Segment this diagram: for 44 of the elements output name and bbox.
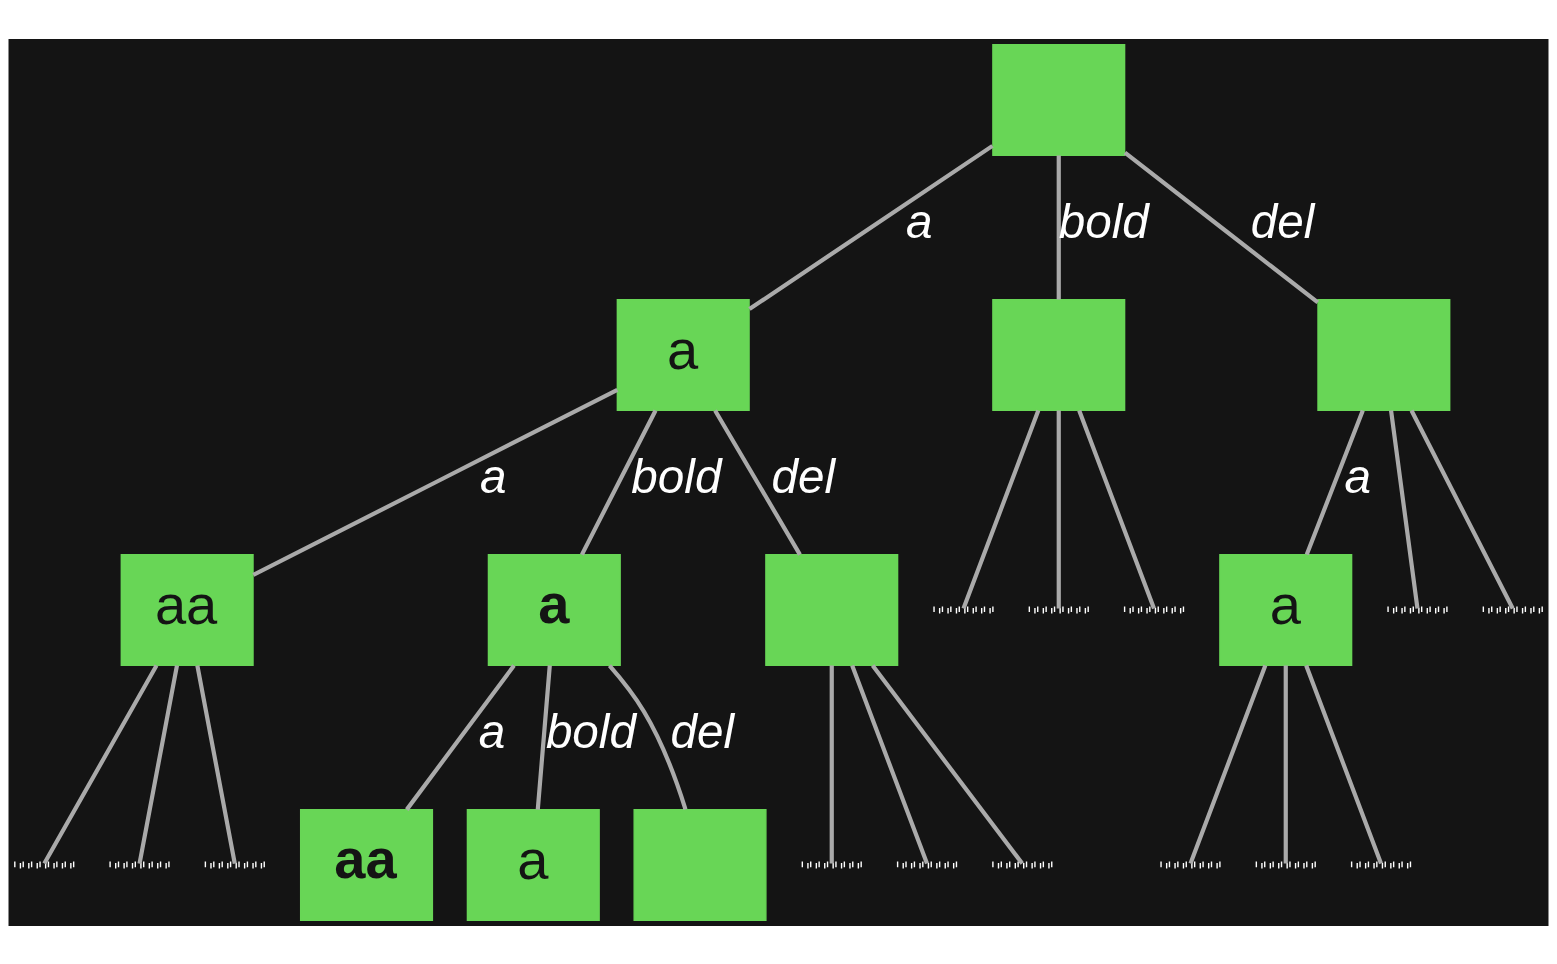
connector <box>607 663 688 810</box>
connector <box>1056 410 1061 609</box>
connector <box>1283 665 1288 864</box>
connector <box>748 143 994 311</box>
node-box: a <box>1219 553 1353 666</box>
connector <box>961 409 1041 609</box>
connector <box>1056 154 1061 300</box>
connector <box>1123 150 1320 304</box>
node-box: aa <box>299 808 434 921</box>
connector <box>252 387 619 577</box>
connector <box>405 663 516 811</box>
connector <box>1304 409 1365 555</box>
edge-label: bold <box>631 449 722 503</box>
node-box <box>1317 298 1451 411</box>
connector <box>1077 409 1156 609</box>
edge-label: a <box>478 704 506 758</box>
connector <box>580 409 658 556</box>
node-box: aa <box>120 553 254 666</box>
connector <box>137 664 179 864</box>
edge-label: bold <box>545 704 636 758</box>
edge-label: a <box>480 449 507 503</box>
connector <box>713 408 802 556</box>
connector <box>195 664 237 864</box>
connector <box>1388 409 1420 609</box>
edge-label: del <box>771 449 836 503</box>
connector <box>829 665 834 864</box>
connector <box>850 664 929 864</box>
node-box <box>633 808 767 921</box>
connector <box>1409 409 1515 609</box>
node-box <box>992 298 1126 411</box>
edge-label: a <box>1344 449 1372 503</box>
edge-label: del <box>670 704 735 758</box>
connector <box>870 663 1024 865</box>
node-box <box>992 43 1126 156</box>
node-box: a <box>616 298 750 411</box>
node-box: a <box>466 808 600 921</box>
edge-label: del <box>1250 194 1315 248</box>
connector <box>1188 664 1268 864</box>
connector <box>42 664 159 865</box>
connector <box>535 664 552 810</box>
connector <box>1304 664 1383 864</box>
edge-label: a <box>906 194 933 248</box>
node-box: a <box>487 553 621 666</box>
node-box <box>765 553 899 666</box>
